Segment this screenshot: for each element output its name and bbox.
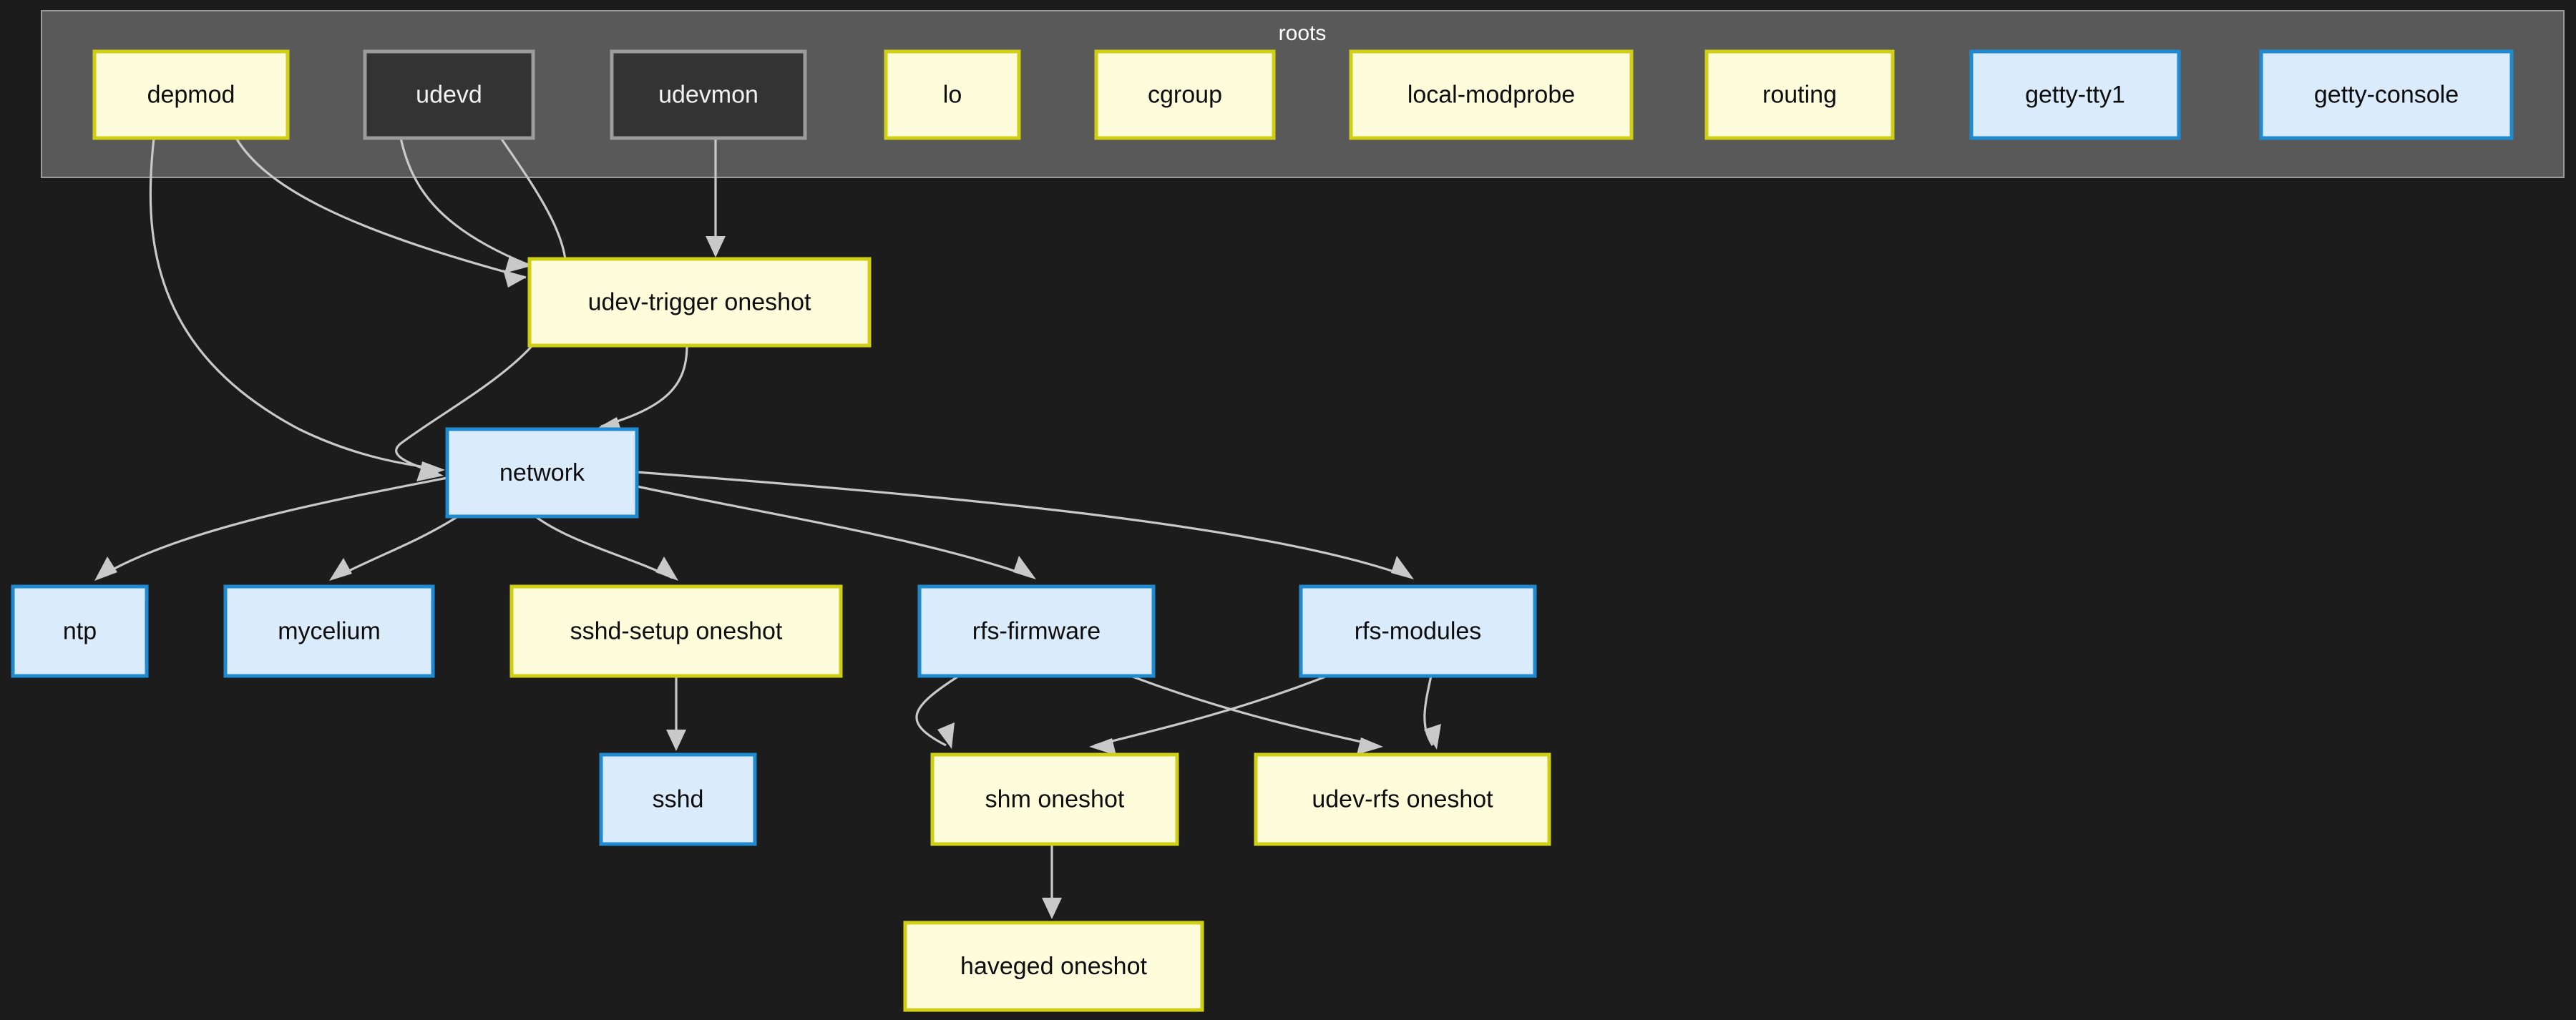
- edge-rfs-firmware-to-udev-rfs: [1130, 675, 1378, 747]
- node-label-udevd: udevd: [416, 81, 482, 108]
- node-box-udevd[interactable]: [363, 49, 535, 140]
- node-udev-trigger[interactable]: udev-trigger oneshot: [527, 257, 872, 348]
- node-layer: depmod udevd udevmon lo cgroup local-modprobe…: [11, 49, 2514, 1012]
- node-haveged[interactable]: haveged oneshot: [903, 921, 1204, 1012]
- node-label-network: network: [499, 459, 585, 486]
- node-label-udev-trigger: udev-trigger oneshot: [588, 288, 811, 315]
- arrowhead-network-to-mycelium: [329, 558, 352, 581]
- node-label-udev-rfs: udev-rfs oneshot: [1312, 785, 1493, 813]
- node-getty-console[interactable]: getty-console: [2259, 49, 2514, 140]
- edge-network-to-ntp: [99, 476, 448, 578]
- node-label-local-modprobe: local-modprobe: [1407, 81, 1575, 108]
- node-depmod[interactable]: depmod: [92, 49, 290, 140]
- node-label-sshd-setup: sshd-setup oneshot: [570, 617, 783, 644]
- arrowhead-sshd-setup-to-sshd: [666, 730, 686, 751]
- edge-rfs-modules-to-udev-rfs: [1423, 675, 1434, 746]
- node-label-rfs-firmware: rfs-firmware: [972, 617, 1101, 644]
- node-udevd[interactable]: udevd: [363, 49, 535, 140]
- node-getty-tty1[interactable]: getty-tty1: [1969, 49, 2181, 140]
- arrowhead-network-to-ntp: [94, 556, 117, 581]
- edge-depmod-to-network: [149, 137, 441, 471]
- node-box-haveged[interactable]: [903, 921, 1204, 1012]
- arrowhead-rfs-firmware-to-shm: [937, 722, 955, 749]
- node-sshd[interactable]: sshd: [599, 752, 757, 846]
- node-rfs-firmware[interactable]: rfs-firmware: [917, 584, 1156, 678]
- node-label-cgroup: cgroup: [1148, 81, 1222, 108]
- node-label-rfs-modules: rfs-modules: [1355, 617, 1482, 644]
- edge-rfs-firmware-to-shm: [915, 675, 960, 747]
- node-box-depmod[interactable]: [92, 49, 290, 140]
- arrowhead-udevmon-to-udev-trigger: [706, 236, 726, 258]
- edge-network-to-sshd-setup: [535, 515, 673, 579]
- node-label-lo: lo: [943, 81, 962, 108]
- node-box-udev-trigger[interactable]: [527, 257, 872, 348]
- node-label-shm: shm oneshot: [985, 785, 1125, 813]
- edge-udev-trigger-to-network: [600, 345, 688, 428]
- node-udevmon[interactable]: udevmon: [610, 49, 807, 140]
- cluster-label-roots: roots: [1279, 21, 1327, 45]
- node-box-sshd-setup[interactable]: [509, 584, 843, 678]
- node-box-udevmon[interactable]: [610, 49, 807, 140]
- node-shm[interactable]: shm oneshot: [930, 752, 1179, 846]
- edge-rfs-modules-to-shm: [1094, 675, 1328, 747]
- node-box-sshd[interactable]: [599, 752, 757, 846]
- node-box-ntp[interactable]: [11, 584, 149, 678]
- node-local-modprobe[interactable]: local-modprobe: [1349, 49, 1634, 140]
- edge-network-to-rfs-firmware: [636, 485, 1031, 578]
- node-label-udevmon: udevmon: [658, 81, 758, 108]
- node-sshd-setup[interactable]: sshd-setup oneshot: [509, 584, 843, 678]
- node-network[interactable]: network: [445, 427, 639, 519]
- edge-layer: [94, 137, 1441, 919]
- node-ntp[interactable]: ntp: [11, 584, 149, 678]
- node-udev-rfs[interactable]: udev-rfs oneshot: [1254, 752, 1551, 846]
- arrowhead-depmod-to-udev-trigger: [503, 270, 526, 288]
- arrowhead-udevd-to-udev-trigger: [504, 256, 531, 273]
- node-box-rfs-modules[interactable]: [1299, 584, 1537, 678]
- node-label-haveged: haveged oneshot: [960, 953, 1147, 980]
- node-label-depmod: depmod: [147, 81, 235, 108]
- node-routing[interactable]: routing: [1704, 49, 1895, 140]
- edge-depmod-to-udev-trigger: [235, 137, 527, 279]
- arrowhead-network-to-sshd-setup: [655, 556, 678, 581]
- node-mycelium[interactable]: mycelium: [223, 584, 435, 678]
- node-cgroup[interactable]: cgroup: [1094, 49, 1276, 140]
- node-label-getty-console: getty-console: [2314, 81, 2459, 108]
- node-label-getty-tty1: getty-tty1: [2025, 81, 2125, 108]
- node-box-shm[interactable]: [930, 752, 1179, 846]
- edge-udevd-to-network: [395, 137, 568, 475]
- node-label-ntp: ntp: [63, 617, 97, 644]
- node-label-routing: routing: [1762, 81, 1837, 108]
- arrowhead-rfs-modules-to-udev-rfs: [1424, 724, 1441, 750]
- arrowhead-udevd-to-network: [416, 465, 444, 481]
- node-box-lo[interactable]: [884, 49, 1021, 140]
- node-label-sshd: sshd: [653, 785, 704, 813]
- arrowhead-network-to-rfs-modules: [1391, 556, 1414, 579]
- node-box-rfs-firmware[interactable]: [917, 584, 1156, 678]
- node-rfs-modules[interactable]: rfs-modules: [1299, 584, 1537, 678]
- node-box-udev-rfs[interactable]: [1254, 752, 1551, 846]
- edge-network-to-mycelium: [334, 515, 459, 579]
- node-box-routing[interactable]: [1704, 49, 1895, 140]
- arrowhead-network-to-rfs-firmware: [1013, 556, 1036, 579]
- arrowhead-rfs-modules-to-shm: [1089, 738, 1116, 755]
- arrowhead-rfs-firmware-to-udev-rfs: [1357, 737, 1383, 755]
- node-box-getty-tty1[interactable]: [1969, 49, 2181, 140]
- edge-network-to-rfs-modules: [636, 471, 1409, 578]
- arrowhead-shm-to-haveged: [1042, 898, 1062, 919]
- node-lo[interactable]: lo: [884, 49, 1021, 140]
- node-box-network[interactable]: [445, 427, 639, 519]
- node-label-mycelium: mycelium: [278, 617, 381, 644]
- node-box-mycelium[interactable]: [223, 584, 435, 678]
- node-box-local-modprobe[interactable]: [1349, 49, 1634, 140]
- node-box-getty-console[interactable]: [2259, 49, 2514, 140]
- edge-udevd-to-udev-trigger: [399, 137, 529, 266]
- node-box-cgroup[interactable]: [1094, 49, 1276, 140]
